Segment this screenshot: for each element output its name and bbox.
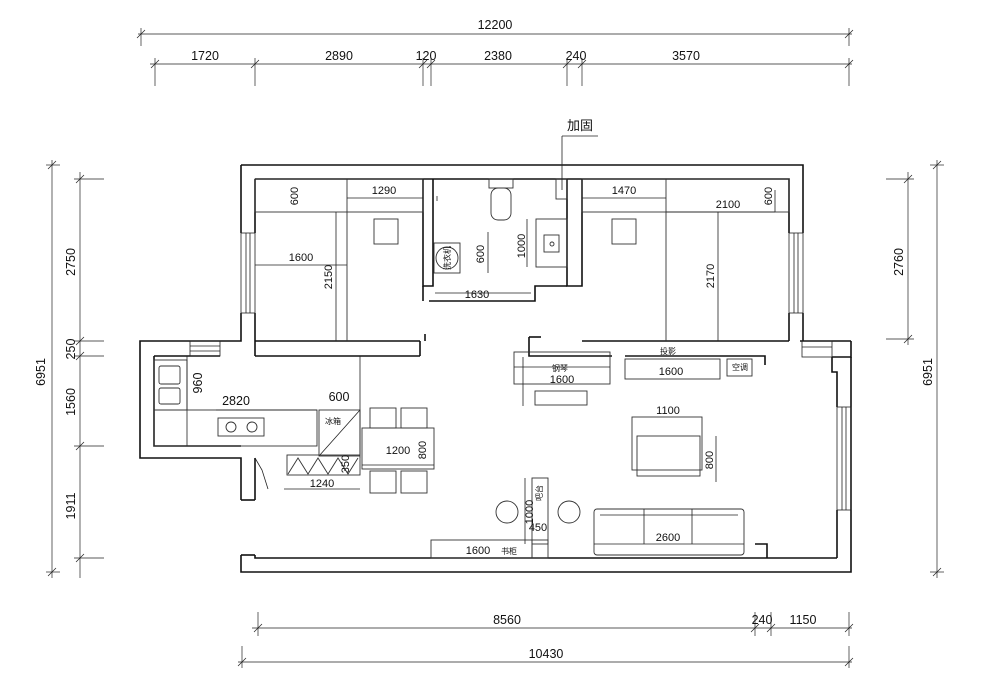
dimension-labels: 12200 1720 2890 120 2380 240 3570 8560 2… [34, 18, 935, 661]
tv-cabinet-width: 1600 [659, 366, 683, 378]
dim-left-seg-3: 1560 [64, 388, 78, 416]
dim-top-seg-6: 3570 [672, 49, 700, 63]
bed1-bed-width: 1600 [289, 252, 313, 264]
bed2-wardrobe-width: 1470 [612, 185, 636, 197]
reinforce-label: 加固 [567, 118, 593, 133]
bookcase-label: 书柜 [501, 546, 517, 556]
dim-right-seg-1: 2760 [892, 248, 906, 276]
bed1-wardrobe-width: 1290 [372, 185, 396, 197]
dim-left-seg-4: 1911 [64, 493, 78, 520]
bookcase-width: 1600 [466, 545, 490, 557]
walls [139, 164, 852, 573]
fridge-width: 600 [329, 390, 350, 404]
dim-right-total: 6951 [921, 358, 935, 386]
piano-width: 1600 [550, 374, 574, 386]
windows [189, 232, 852, 511]
dim-bottom-seg-3: 1150 [790, 613, 817, 627]
dim-left-seg-1: 2750 [64, 248, 78, 276]
aircon-label: 空调 [732, 362, 748, 372]
projector-label: 投影 [660, 346, 676, 356]
washer-depth: 600 [475, 245, 487, 263]
dining-table-length: 1200 [386, 445, 410, 457]
bed2-bed-width: 2100 [716, 199, 740, 211]
dim-top-seg-4: 2380 [484, 49, 512, 63]
bed1-wardrobe-depth: 600 [289, 187, 301, 205]
dim-left-seg-2: 250 [64, 339, 78, 360]
bar-counter-depth: 450 [529, 522, 547, 534]
washer-label: 洗衣机 [442, 246, 452, 270]
bed1-bed-length: 2150 [323, 265, 335, 289]
coffee-table-width: 1100 [656, 405, 680, 417]
dim-top-total: 12200 [478, 18, 513, 32]
sofa-width: 2600 [656, 532, 680, 544]
reinforce-callout: 加固 [561, 118, 598, 190]
dim-left-total: 6951 [34, 358, 48, 386]
room-annotations: 600 1290 1600 2150 洗衣机 600 1000 1630 147… [191, 185, 775, 557]
bath-vanity: 1000 [516, 234, 528, 258]
piano-label: 钢琴 [552, 363, 568, 373]
bar-counter-label: 吧台 [534, 485, 544, 501]
dim-top-seg-5: 240 [566, 49, 587, 63]
dimension-lines [46, 28, 944, 668]
dim-top-seg-3: 120 [416, 49, 437, 63]
coffee-table-length: 800 [704, 451, 716, 469]
kitchen-sink-depth: 960 [191, 373, 205, 394]
bed2-bed-length: 2170 [705, 264, 717, 288]
dim-top-seg-1: 1720 [191, 49, 219, 63]
fridge-label: 冰箱 [325, 416, 341, 426]
furniture [153, 178, 790, 559]
cabinet-width: 1240 [310, 478, 334, 490]
bed2-wardrobe-depth: 600 [763, 187, 775, 205]
dim-bottom-total: 10430 [529, 647, 564, 661]
dim-top-seg-2: 2890 [325, 49, 353, 63]
bath-width: 1630 [465, 289, 489, 301]
dining-table-width: 800 [417, 441, 429, 459]
bar-counter-height: 1000 [524, 500, 536, 524]
counter-length: 2820 [222, 394, 250, 408]
dim-bottom-seg-1: 8560 [493, 613, 521, 627]
cabinet-depth: 350 [340, 455, 352, 473]
dim-bottom-seg-2: 240 [752, 613, 773, 627]
